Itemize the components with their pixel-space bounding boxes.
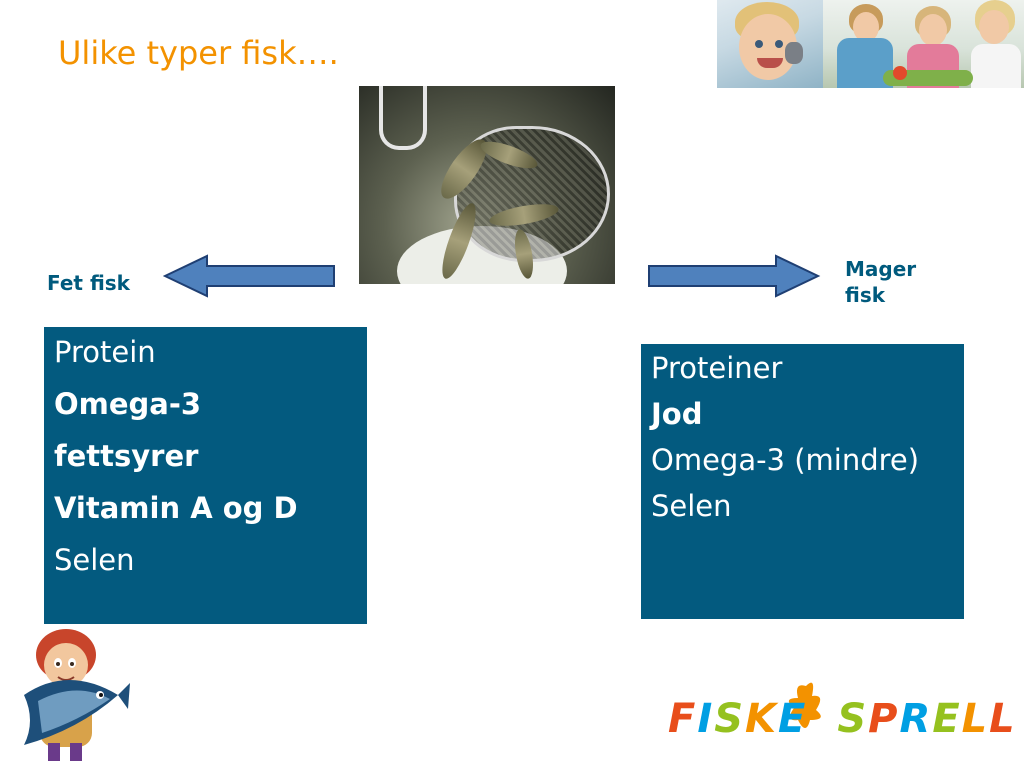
logo-letter: L: [989, 696, 1017, 742]
arrow-right-icon: [648, 254, 821, 298]
logo-letter: K: [745, 696, 779, 742]
nutrient-item: Omega-3: [54, 387, 202, 421]
logo-letter: L: [961, 696, 990, 742]
nutrient-item: Proteiner: [651, 351, 783, 385]
mager-fisk-label-line1: Mager: [845, 257, 917, 281]
fish-net-photo: [359, 86, 615, 284]
nutrient-item: Omega-3 (mindre): [651, 443, 920, 477]
boy-photo: [717, 0, 823, 88]
logo-letter: E: [932, 696, 962, 742]
mager-fisk-label: Mager fisk: [845, 256, 935, 308]
nutrient-item: Jod: [651, 397, 703, 431]
nutrient-item: Selen: [54, 543, 135, 577]
children-photo-strip: [717, 0, 1024, 88]
fet-fisk-nutrients-box: Protein Omega-3 fettsyrer Vitamin A og D…: [44, 327, 367, 624]
logo-letter: P: [868, 696, 900, 742]
slide-title: Ulike typer fisk….: [58, 34, 339, 72]
logo-letter: E: [778, 696, 808, 742]
arrow-left-icon: [163, 254, 335, 298]
logo-letter: S: [837, 696, 869, 742]
logo-letter: S: [714, 696, 746, 742]
nutrient-item: fettsyrer: [54, 439, 199, 473]
nutrient-item: Vitamin A og D: [54, 491, 298, 525]
kids-cooking-photo: [823, 0, 1024, 88]
fish-mascot-image: [24, 629, 130, 761]
logo-letter: R: [899, 696, 933, 742]
mager-fisk-label-line2: fisk: [845, 283, 886, 307]
nutrient-item: Selen: [651, 489, 732, 523]
logo-letter: I: [697, 696, 715, 742]
fet-fisk-label: Fet fisk: [47, 271, 130, 295]
mager-fisk-nutrients-box: Proteiner Jod Omega-3 (mindre) Selen: [641, 344, 964, 619]
splash-icon: [788, 682, 821, 728]
logo-letter: F: [668, 696, 698, 742]
nutrient-item: Protein: [54, 335, 156, 369]
